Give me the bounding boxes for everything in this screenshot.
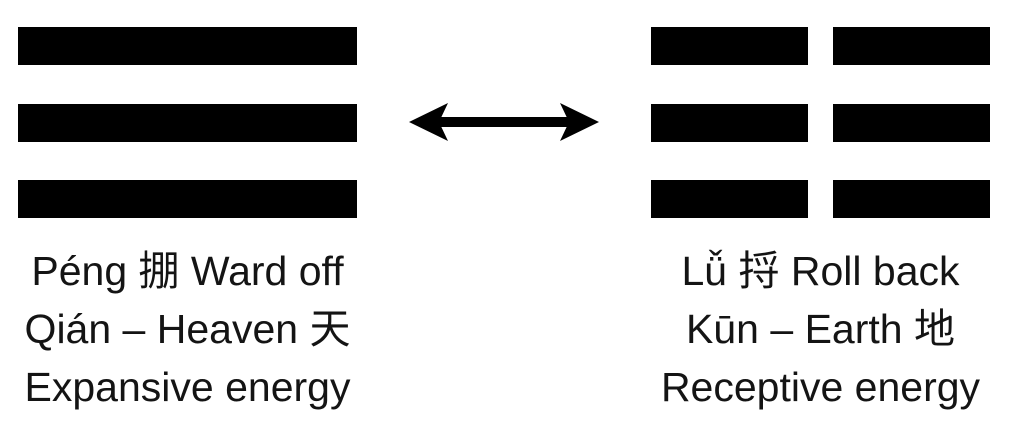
trigram-line-segment <box>833 27 990 65</box>
caption-line-energy: Receptive energy <box>660 364 981 410</box>
kun-earth-trigram <box>651 27 990 218</box>
trigram-line-solid <box>18 180 357 218</box>
trigram-line-segment <box>651 180 808 218</box>
trigram-line-solid <box>18 103 357 142</box>
caption-line-posture: Péng 掤 Ward off <box>31 248 344 294</box>
left-caption: Péng 掤 Ward off Qián – Heaven 天 Expansiv… <box>0 242 375 416</box>
right-caption: Lǚ 捋 Roll back Kūn – Earth 地 Receptive e… <box>633 242 1008 416</box>
trigram-line-broken <box>651 180 990 218</box>
trigram-line-segment <box>651 27 808 65</box>
trigram-line-solid <box>18 27 357 65</box>
trigram-line-segment <box>833 103 990 142</box>
trigram-line-segment <box>651 103 808 142</box>
qian-heaven-trigram <box>18 27 357 218</box>
trigram-line-segment <box>833 180 990 218</box>
caption-line-trigram-name: Kūn – Earth 地 <box>686 306 955 352</box>
caption-line-energy: Expansive energy <box>24 364 351 410</box>
caption-line-posture: Lǚ 捋 Roll back <box>681 248 960 294</box>
trigram-line-broken <box>651 27 990 65</box>
caption-line-trigram-name: Qián – Heaven 天 <box>24 306 351 352</box>
trigram-line-broken <box>651 103 990 142</box>
left-right-arrow-icon <box>408 102 600 142</box>
